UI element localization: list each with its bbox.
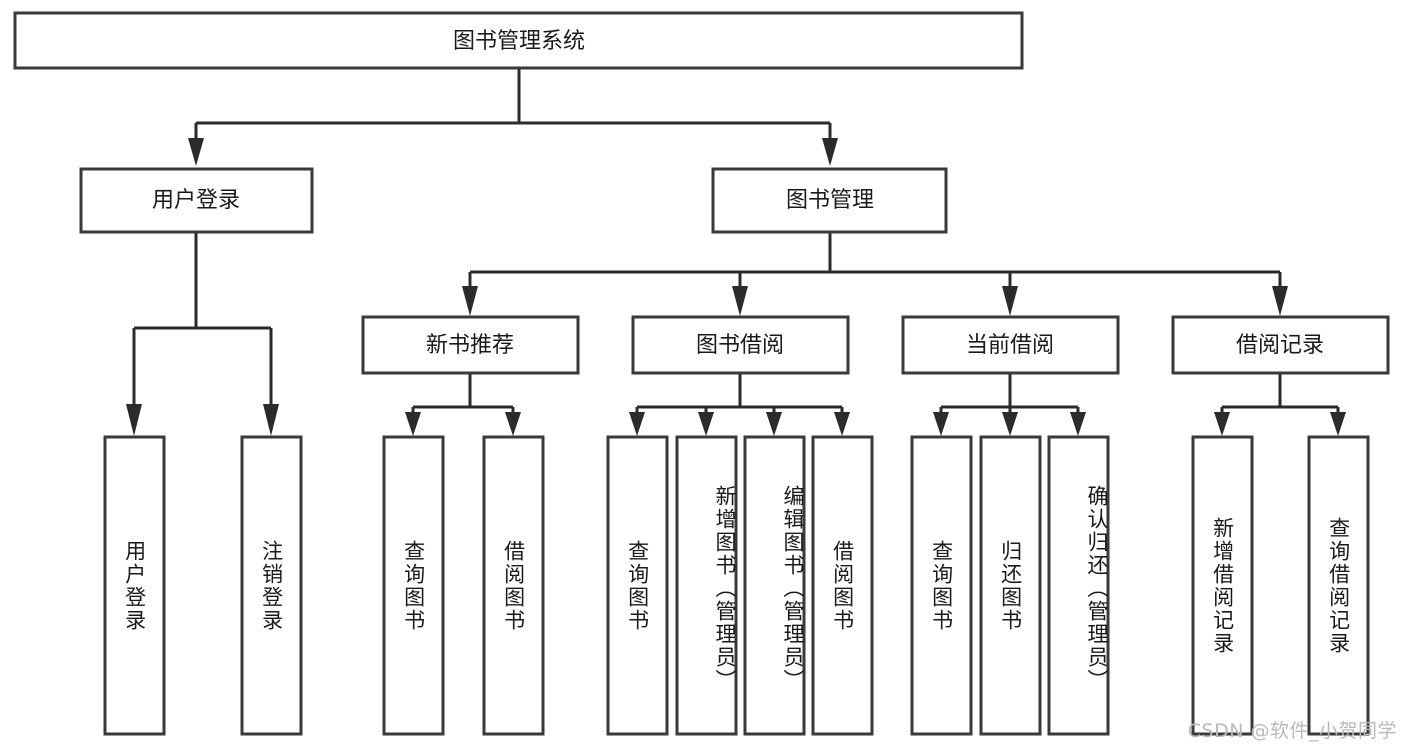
node-new-book-recommend-box[interactable]	[361, 315, 580, 375]
node-new-book-recommend-label: 新书推荐	[426, 333, 514, 358]
node-leaf-query-book-1-box[interactable]	[382, 435, 445, 736]
watermark-text: CSDN @软件_小贺同学	[1187, 720, 1397, 742]
node-leaf-add-book-box[interactable]	[675, 435, 738, 736]
node-book-borrow[interactable]: 图书借阅	[631, 315, 850, 375]
node-root-box[interactable]	[13, 11, 1024, 70]
arrow-head-leaf-add-book	[698, 412, 714, 436]
node-leaf-user-login-box[interactable]	[103, 435, 166, 736]
arrow-head-leaf-user-login	[126, 404, 142, 436]
arrow-head-leaf-add-record	[1214, 412, 1230, 436]
node-leaf-logout-login-box[interactable]	[240, 435, 303, 736]
arrow-head-borrow-record	[1272, 286, 1288, 316]
node-new-book-recommend[interactable]: 新书推荐	[361, 315, 580, 375]
node-leaf-query-book-3-box[interactable]	[910, 435, 973, 736]
node-book-manage-label: 图书管理	[786, 188, 874, 213]
arrow-head-leaf-edit-book	[766, 412, 782, 436]
arrow-head-leaf-query-book-1	[405, 412, 421, 436]
node-leaf-add-record-box[interactable]	[1191, 435, 1254, 736]
node-root-label: 图书管理系统	[453, 29, 585, 54]
node-current-borrow-label: 当前借阅	[966, 333, 1054, 358]
arrow-head-leaf-query-book-3	[933, 412, 949, 436]
arrow-head-leaf-query-book-2	[629, 412, 645, 436]
node-current-borrow-box[interactable]	[901, 315, 1120, 375]
arrow-head-new-book-recommend	[462, 286, 478, 316]
node-book-manage-box[interactable]	[711, 167, 948, 234]
node-borrow-record[interactable]: 借阅记录	[1171, 315, 1390, 375]
node-borrow-record-box[interactable]	[1171, 315, 1390, 375]
arrow-head-book-borrow	[732, 286, 748, 316]
node-book-manage[interactable]: 图书管理	[711, 167, 948, 234]
arrow-head-leaf-return-book	[1002, 412, 1018, 436]
node-user-login-box[interactable]	[79, 167, 314, 234]
node-book-borrow-box[interactable]	[631, 315, 850, 375]
arrow-head-leaf-confirm-return	[1070, 412, 1086, 436]
node-leaf-query-record-box[interactable]	[1307, 435, 1370, 736]
node-root[interactable]: 图书管理系统	[13, 11, 1024, 70]
arrow-head-leaf-borrow-book-1	[505, 412, 521, 436]
node-leaf-borrow-book-2-box[interactable]	[811, 435, 874, 736]
node-leaf-edit-book-box[interactable]	[743, 435, 806, 736]
node-leaf-query-book-2-box[interactable]	[606, 435, 669, 736]
arrow-head-leaf-query-record	[1330, 412, 1346, 436]
arrow-head-user-login	[188, 138, 204, 166]
node-borrow-record-label: 借阅记录	[1236, 333, 1324, 358]
node-user-login[interactable]: 用户登录	[79, 167, 314, 234]
node-leaf-borrow-book-1-box[interactable]	[482, 435, 545, 736]
node-book-borrow-label: 图书借阅	[696, 333, 784, 358]
arrow-head-leaf-logout-login	[263, 404, 279, 436]
arrow-head-leaf-borrow-book-2	[834, 412, 850, 436]
node-current-borrow[interactable]: 当前借阅	[901, 315, 1120, 375]
leaf-boxes	[103, 435, 1370, 736]
connectors	[126, 68, 1346, 436]
node-leaf-confirm-return-box[interactable]	[1047, 435, 1110, 736]
node-leaf-return-book-box[interactable]	[979, 435, 1042, 736]
node-user-login-label: 用户登录	[152, 188, 240, 213]
arrow-head-book-manage	[822, 138, 838, 166]
arrow-head-current-borrow	[1002, 286, 1018, 316]
